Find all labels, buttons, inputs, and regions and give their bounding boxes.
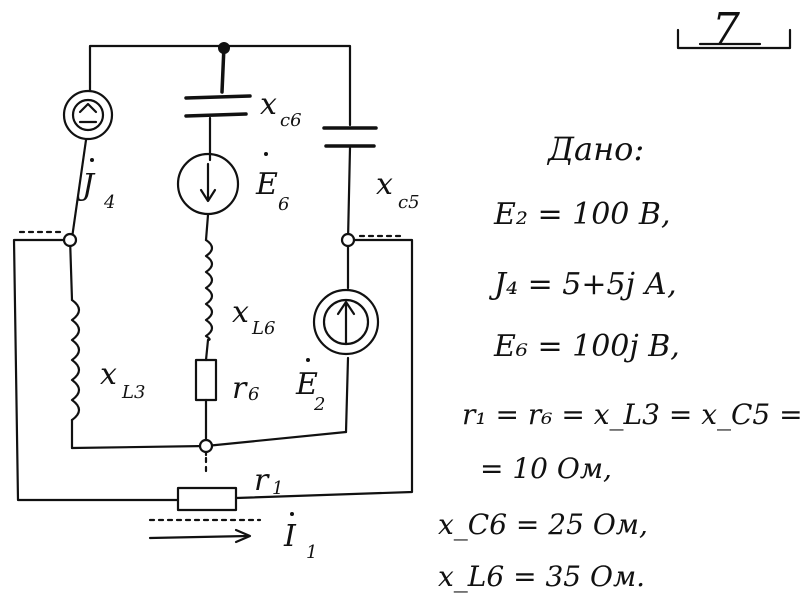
resistor-r1: r 1 bbox=[176, 463, 283, 512]
given-line-1: E₂ = 100 В, bbox=[493, 197, 671, 232]
problem-number: 7 bbox=[712, 4, 740, 55]
given-data: Дано: E₂ = 100 В, J₄ = 5+5j А, E₆ = 100j… bbox=[438, 130, 800, 593]
node-top bbox=[218, 42, 230, 54]
given-line-6: x_C6 = 25 Ом, bbox=[438, 508, 648, 541]
node-bottom bbox=[198, 438, 214, 454]
label-xc5-sub: c5 bbox=[398, 192, 420, 213]
label-r6: r bbox=[232, 371, 248, 406]
current-arrow-i1: I 1 bbox=[148, 512, 317, 563]
given-line-5: = 10 Ом, bbox=[480, 452, 612, 485]
label-r6-sub: 6 bbox=[248, 384, 259, 405]
label-xc6: x bbox=[260, 87, 277, 122]
label-e6: E bbox=[255, 167, 278, 202]
label-e2-sub: 2 bbox=[313, 394, 325, 415]
circuit-wires bbox=[12, 44, 414, 522]
given-line-7: x_L6 = 35 Ом. bbox=[438, 560, 645, 593]
given-line-2: J₄ = 5+5j А, bbox=[488, 267, 677, 302]
label-j4-sub: 4 bbox=[103, 192, 115, 213]
label-i1: I bbox=[283, 519, 297, 554]
node-left bbox=[62, 232, 78, 248]
current-source-j4: J 4 bbox=[62, 89, 115, 213]
node-right bbox=[340, 232, 356, 248]
inductor-xl3: x L3 bbox=[70, 298, 145, 422]
voltage-source-e6: E 6 bbox=[176, 152, 289, 216]
label-r1-sub: 1 bbox=[272, 478, 283, 499]
label-i1-sub: 1 bbox=[306, 542, 317, 563]
label-e6-sub: 6 bbox=[278, 194, 289, 215]
label-xc5: x bbox=[376, 167, 393, 202]
given-heading: Дано: bbox=[546, 130, 644, 168]
label-xl6-sub: L6 bbox=[251, 318, 275, 339]
given-line-4: r₁ = r₆ = x_L3 = x_C5 = bbox=[462, 398, 800, 431]
given-line-3: E₆ = 100j В, bbox=[493, 329, 680, 364]
inductor-xl6: x L6 bbox=[204, 238, 275, 342]
label-r1: r bbox=[254, 463, 270, 498]
capacitor-xc6: x c6 bbox=[184, 87, 302, 131]
capacitor-xc5: x c5 bbox=[322, 126, 420, 213]
voltage-source-e2: E 2 bbox=[295, 288, 380, 415]
label-xl3: x bbox=[100, 357, 117, 392]
label-xc6-sub: c6 bbox=[280, 110, 302, 131]
label-xl3-sub: L3 bbox=[121, 382, 145, 403]
resistor-r6: r 6 bbox=[194, 358, 259, 406]
label-xl6: x bbox=[232, 295, 249, 330]
problem-number-box: 7 bbox=[676, 4, 792, 55]
label-e2: E bbox=[295, 367, 318, 402]
